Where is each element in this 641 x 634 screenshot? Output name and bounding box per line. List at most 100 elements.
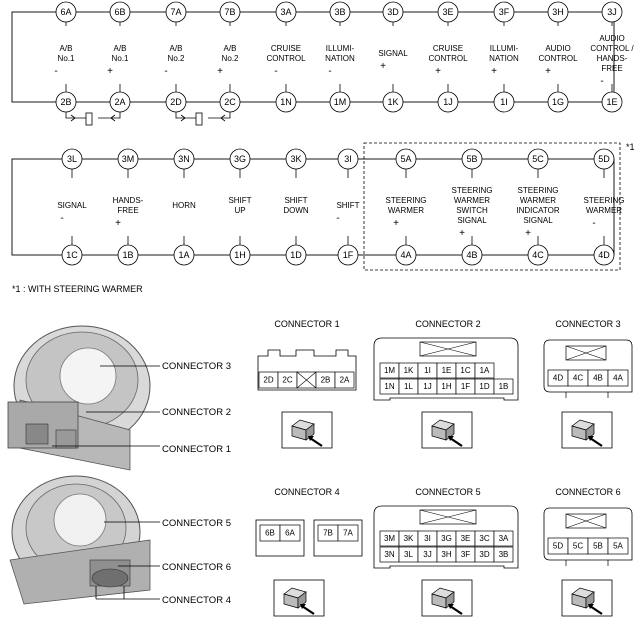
connector-4-plug-icon <box>283 587 315 615</box>
terminal-cell: 3H <box>436 546 457 563</box>
pin-label: 1G <box>552 97 564 107</box>
pin-circle <box>173 244 195 266</box>
terminal-label: 1E <box>442 366 452 375</box>
terminal-label: 1N <box>384 382 394 391</box>
terminal-label: 3D <box>479 550 489 559</box>
pin-circle <box>547 91 569 113</box>
pin-label: 1H <box>234 250 246 260</box>
connector-1-title: CONNECTOR 1 <box>274 319 339 329</box>
connector-2-plug-icon <box>431 419 463 447</box>
connector-3-plug-icon <box>571 419 603 447</box>
pin-circle <box>329 91 351 113</box>
signal-label: INDICATOR <box>516 206 559 215</box>
terminal-label: 2B <box>321 376 331 385</box>
polarity-sign: + <box>380 61 386 72</box>
signal-label: CONTROL <box>428 54 468 63</box>
pin-label: 1M <box>334 97 347 107</box>
jumper-2d-2c <box>175 112 231 126</box>
terminal-label: 1A <box>480 366 490 375</box>
signal-label: FREE <box>117 206 138 215</box>
pin-circle <box>547 1 569 23</box>
terminal-label: 4B <box>593 374 603 383</box>
terminal-label: 1H <box>441 382 451 391</box>
signal-label: SIGNAL <box>523 216 553 225</box>
pin-label: 1F <box>343 250 354 260</box>
terminal-label: 4A <box>613 374 623 383</box>
signal-label: SIGNAL <box>378 49 408 58</box>
pin-label: 4B <box>466 250 477 260</box>
spiral-cable-photo-upper <box>7 325 160 471</box>
pin-circle <box>61 148 83 170</box>
terminal-label: 3C <box>479 534 489 543</box>
terminal-cell: 6B <box>259 524 281 542</box>
signal-label: No.1 <box>58 54 75 63</box>
polarity-sign: - <box>328 66 331 77</box>
terminal-label: 3B <box>499 550 509 559</box>
connector-5-plug-icon <box>431 587 463 615</box>
signal-label: STEERING <box>584 196 625 205</box>
terminal-label: 1L <box>404 382 413 391</box>
terminal-cell: 3F <box>455 546 476 563</box>
signal-label: A/B <box>170 44 183 53</box>
terminal-label: 3J <box>423 550 431 559</box>
pin-circle <box>527 244 549 266</box>
pin-label: 3E <box>442 7 453 17</box>
pin-circle <box>165 1 187 23</box>
callout-connector-4: CONNECTOR 4 <box>162 595 231 606</box>
pin-label: 2D <box>170 97 182 107</box>
pin-label: 1A <box>178 250 189 260</box>
terminal-label: 1B <box>499 382 509 391</box>
pin-label: 3I <box>344 154 352 164</box>
pin-label: 3M <box>122 154 135 164</box>
polarity-sign: - <box>600 76 603 87</box>
polarity-sign: + <box>525 228 531 239</box>
signal-label: AUDIO <box>545 44 570 53</box>
pin-circle <box>61 244 83 266</box>
pin-circle <box>337 148 359 170</box>
callout-connector-3: CONNECTOR 3 <box>162 361 231 372</box>
polarity-sign: - <box>274 66 277 77</box>
terminal-label: 3K <box>404 534 414 543</box>
pin-circle <box>229 244 251 266</box>
row1-wiring: 6A2BA/BNo.1-6B2AA/BNo.1+7A2DA/BNo.2-7B2C… <box>11 1 634 126</box>
terminal-cell: 1L <box>398 378 419 395</box>
terminal-cell: 3L <box>398 546 419 563</box>
pin-circle <box>285 148 307 170</box>
pin-circle <box>493 1 515 23</box>
terminal-label: 3E <box>461 534 471 543</box>
signal-label: No.2 <box>168 54 185 63</box>
pin-circle <box>461 148 483 170</box>
terminal-cell: 1D <box>474 378 495 395</box>
pin-label: 6B <box>114 7 125 17</box>
signal-label: ILLUMI- <box>490 44 519 53</box>
signal-label: SHIFT <box>336 201 359 210</box>
terminal-label: 1D <box>479 382 489 391</box>
pin-label: 1J <box>443 97 453 107</box>
callouts-upper: CONNECTOR 3 CONNECTOR 2 CONNECTOR 1 <box>162 361 231 455</box>
terminal-label: 6B <box>265 529 275 538</box>
callouts-lower: CONNECTOR 5 CONNECTOR 6 CONNECTOR 4 <box>162 518 231 606</box>
terminal-label: 5A <box>613 542 623 551</box>
callout-connector-5: CONNECTOR 5 <box>162 518 231 529</box>
pin-circle <box>395 244 417 266</box>
pin-circle <box>229 148 251 170</box>
pin-circle <box>275 1 297 23</box>
pin-label: 3H <box>552 7 564 17</box>
pin-circle <box>117 244 139 266</box>
signal-label: SWITCH <box>456 206 488 215</box>
terminal-cell: 3N <box>379 546 400 563</box>
terminal-cell: 5C <box>567 537 589 555</box>
pin-label: 7B <box>224 7 235 17</box>
pin-label: 1I <box>500 97 508 107</box>
terminal-label: 1J <box>423 382 431 391</box>
pin-label: 3J <box>607 7 617 17</box>
polarity-sign: + <box>107 66 113 77</box>
terminal-cell: 2C <box>277 371 298 389</box>
